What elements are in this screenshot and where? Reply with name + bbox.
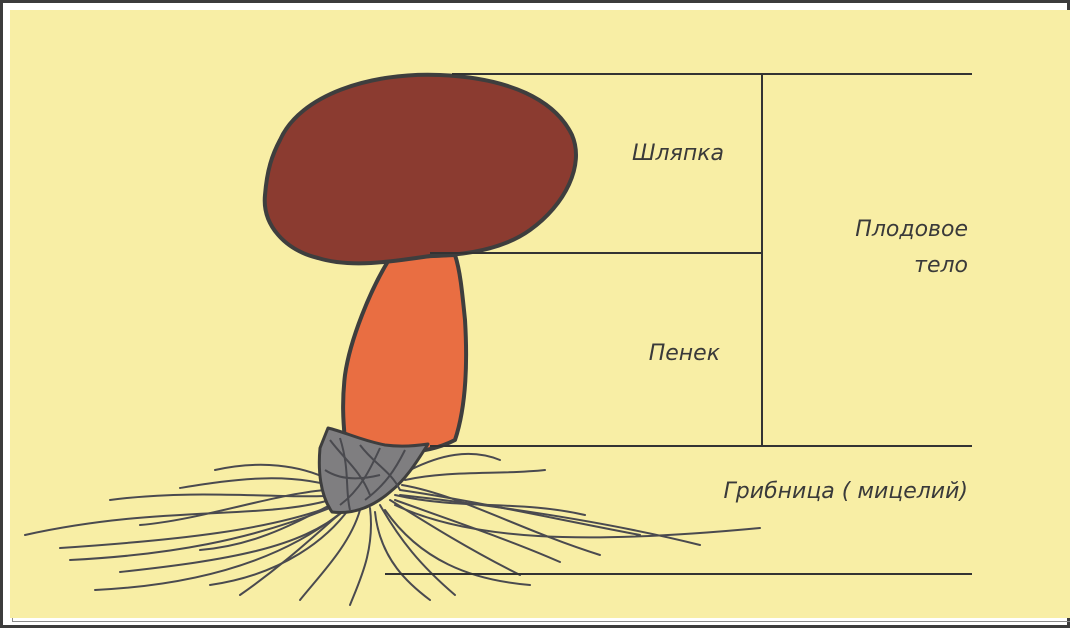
label-stem: Пенек xyxy=(649,341,721,366)
label-fruit-body-line2: тело xyxy=(914,253,968,278)
label-mycelium: Грибница ( мицелий) xyxy=(724,479,968,504)
label-fruit-body-line1: Плодовое xyxy=(855,217,968,242)
label-cap: Шляпка xyxy=(632,141,724,166)
